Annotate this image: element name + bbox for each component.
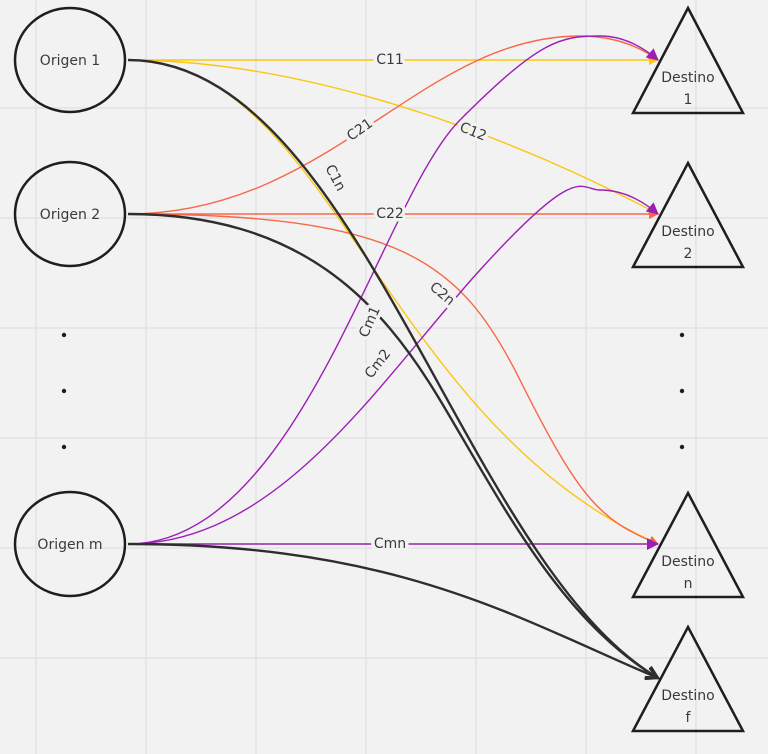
destination-index: f bbox=[686, 710, 692, 726]
origin-node-1[interactable]: Origen 1 bbox=[13, 6, 127, 114]
destination-label: Destino bbox=[661, 70, 715, 86]
destination-ellipsis-dots bbox=[679, 332, 685, 450]
origin-ellipsis-dots bbox=[61, 332, 67, 450]
origin-label: Origen 2 bbox=[40, 207, 100, 223]
origin-label: Origen m bbox=[37, 537, 102, 553]
label-c2n: C2n bbox=[426, 279, 457, 309]
origin-node-m[interactable]: Origen m bbox=[13, 490, 127, 598]
label-cmn: Cmn bbox=[374, 536, 406, 552]
destination-node-1[interactable]: Destino 1 bbox=[630, 5, 746, 115]
label-c22: C22 bbox=[376, 206, 404, 222]
destination-node-f[interactable]: Destino f bbox=[630, 624, 746, 733]
destination-node-n[interactable]: Destino n bbox=[630, 490, 746, 599]
label-c11: C11 bbox=[376, 52, 404, 68]
label-c21: C21 bbox=[344, 116, 376, 145]
destination-label: Destino bbox=[661, 554, 715, 570]
destination-label: Destino bbox=[661, 224, 715, 240]
destination-node-2[interactable]: Destino 2 bbox=[630, 160, 746, 269]
label-c1n: C1n bbox=[321, 162, 348, 194]
destination-label: Destino bbox=[661, 688, 715, 704]
edge-c2n[interactable] bbox=[127, 213, 659, 546]
edge-om-df[interactable] bbox=[127, 542, 658, 678]
label-c12: C12 bbox=[457, 119, 489, 144]
edge-c12[interactable] bbox=[127, 59, 659, 215]
edge-c21[interactable] bbox=[127, 35, 659, 215]
edge-cm2[interactable] bbox=[127, 185, 659, 545]
origin-node-2[interactable]: Origen 2 bbox=[13, 160, 127, 268]
destination-index: 2 bbox=[684, 246, 693, 262]
edge-cm1[interactable] bbox=[127, 35, 659, 545]
edge-o1-df[interactable] bbox=[127, 58, 658, 678]
destination-index: n bbox=[684, 576, 693, 592]
label-cm1: Cm1 bbox=[356, 304, 384, 340]
destination-index: 1 bbox=[684, 92, 693, 108]
origin-label: Origen 1 bbox=[40, 53, 100, 69]
edge-o2-df[interactable] bbox=[127, 212, 658, 678]
